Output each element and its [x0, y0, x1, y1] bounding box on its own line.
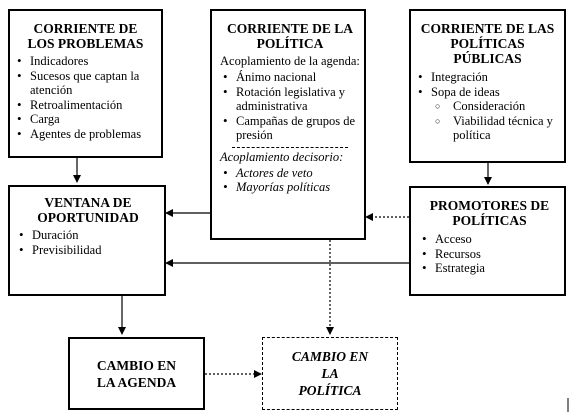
problems-item-feedback: Retroalimentación: [14, 98, 157, 113]
problems-stream-box: CORRIENTE DE LOS PROBLEMAS Indicadores S…: [8, 9, 163, 158]
problems-item-load: Carga: [14, 112, 157, 127]
policies-stream-title: CORRIENTE DE LAS POLÍTICAS PÚBLICAS: [420, 21, 555, 66]
decision-item-majorities: Mayorías políticas: [220, 180, 360, 195]
agenda-change-title: CAMBIO EN LA AGENDA: [96, 357, 177, 390]
policy-change-box: CAMBIO EN LA POLÍTICA: [262, 337, 398, 410]
opportunity-window-list: Duración Previsibilidad: [16, 228, 160, 257]
policies-item-integration: Integración: [415, 70, 560, 85]
opportunity-window-box: VENTANA DE OPORTUNIDAD Duración Previsib…: [8, 185, 166, 296]
agenda-coupling-label: Acoplamiento de la agenda:: [220, 54, 360, 68]
promoters-item-strategy: Estrategia: [419, 261, 560, 276]
politics-stream-box: CORRIENTE DE LA POLÍTICA Acoplamiento de…: [210, 9, 366, 240]
politics-item-rotation: Rotación legislativa y administrativa: [220, 85, 360, 114]
decision-coupling-label: Acoplamiento decisorio:: [220, 149, 344, 164]
window-item-duration: Duración: [16, 228, 160, 243]
decision-coupling-list: Actores de veto Mayorías políticas: [220, 166, 360, 195]
problems-stream-title: CORRIENTE DE LOS PROBLEMAS: [27, 21, 144, 51]
policies-stream-list: Integración Sopa de ideas Consideración …: [415, 70, 560, 143]
window-item-predictability: Previsibilidad: [16, 243, 160, 258]
promoters-item-resources: Recursos: [419, 247, 560, 262]
problems-item-events: Sucesos que captan la atención: [14, 69, 157, 98]
policies-stream-box: CORRIENTE DE LAS POLÍTICAS PÚBLICAS Inte…: [409, 9, 566, 163]
policy-promoters-box: PROMOTORES DE POLÍTICAS Acceso Recursos …: [409, 186, 566, 296]
promoters-item-access: Acceso: [419, 232, 560, 247]
policy-promoters-list: Acceso Recursos Estrategia: [419, 232, 560, 276]
policy-promoters-title: PROMOTORES DE POLÍTICAS: [429, 198, 550, 228]
decision-item-veto: Actores de veto: [220, 166, 360, 181]
politics-separator: [232, 146, 348, 148]
policies-subitem-viability: Viabilidad técnica y política: [415, 114, 560, 143]
problems-item-indicators: Indicadores: [14, 54, 157, 69]
politics-stream-title: CORRIENTE DE LA POLÍTICA: [226, 21, 354, 51]
policy-change-title: CAMBIO EN LA POLÍTICA: [291, 349, 369, 398]
politics-item-campaigns: Campañas de grupos de presión: [220, 114, 360, 143]
problems-item-agents: Agentes de problemas: [14, 127, 157, 142]
policies-item-ideas: Sopa de ideas: [415, 85, 560, 100]
agenda-change-box: CAMBIO EN LA AGENDA: [68, 337, 205, 410]
politics-item-mood: Ánimo nacional: [220, 70, 360, 85]
opportunity-window-title: VENTANA DE OPORTUNIDAD: [37, 195, 139, 225]
policies-subitem-consideration: Consideración: [415, 99, 560, 114]
problems-stream-list: Indicadores Sucesos que captan la atenci…: [14, 54, 157, 141]
politics-stream-list: Ánimo nacional Rotación legislativa y ad…: [220, 70, 360, 143]
